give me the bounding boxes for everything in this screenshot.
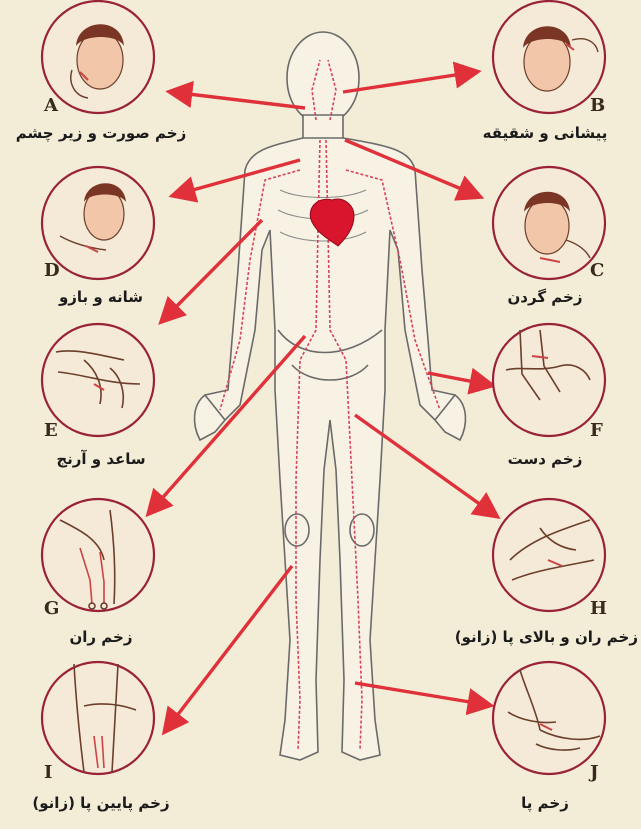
panel-letter: D xyxy=(44,260,60,281)
panel-letter: G xyxy=(44,598,59,619)
panel-letter: C xyxy=(590,260,604,281)
panel-B: B xyxy=(493,1,605,116)
arrow-to-J xyxy=(355,683,488,705)
panel-G-label: زخم ران xyxy=(6,628,196,646)
panel-letter: J xyxy=(588,762,599,783)
panel-letter: E xyxy=(44,420,58,441)
body-head xyxy=(287,32,359,124)
panel-A: A xyxy=(42,1,154,116)
panel-I-label: زخم پایین پا (زانو) xyxy=(6,794,196,812)
panel-H-label: زخم ران و بالای پا (زانو) xyxy=(400,628,638,646)
panel-D-label: شانه و بازو xyxy=(6,288,196,306)
panel-E: E xyxy=(42,324,154,441)
panel-J: J xyxy=(493,662,605,783)
body-neck xyxy=(303,115,343,140)
panel-B-label: پیشانی و شقیقه xyxy=(450,124,640,142)
panel-E-label: ساعد و آرنج xyxy=(6,450,196,468)
arrow-to-B xyxy=(343,72,475,92)
panel-F: F xyxy=(493,324,605,441)
panel-letter: F xyxy=(590,420,603,441)
panel-C-label: زخم گردن xyxy=(450,288,640,306)
panel-circle xyxy=(42,499,154,611)
panel-D: D xyxy=(42,167,154,281)
panel-circle xyxy=(42,662,154,774)
panel-circle xyxy=(493,662,605,774)
panel-H: H xyxy=(493,499,607,619)
arrow-to-A xyxy=(172,92,305,108)
panel-letter: B xyxy=(590,95,605,116)
arrow-to-F xyxy=(428,373,490,385)
panel-letter: H xyxy=(590,598,607,619)
panel-F-label: زخم دست xyxy=(450,450,640,468)
panel-C: C xyxy=(493,167,605,281)
human-body-figure xyxy=(195,32,466,760)
panel-G: G xyxy=(42,499,154,619)
panel-circle xyxy=(493,499,605,611)
panel-A-label: زخم صورت و زیر چشم xyxy=(6,124,196,142)
panel-letter: A xyxy=(43,95,59,116)
panel-J-label: زخم پا xyxy=(450,794,640,812)
panel-letter: I xyxy=(44,762,52,783)
arrow-to-I xyxy=(166,566,292,730)
panel-I: I xyxy=(42,662,154,783)
panel-circle xyxy=(493,324,605,436)
